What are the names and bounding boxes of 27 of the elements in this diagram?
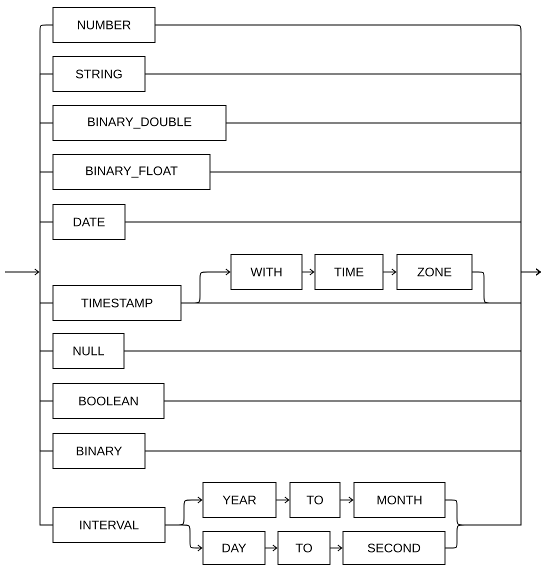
arrow bbox=[302, 268, 315, 276]
keyword-box: BINARY_FLOAT bbox=[52, 154, 210, 190]
keyword-box: BOOLEAN bbox=[52, 383, 164, 419]
keyword-box: NULL bbox=[52, 333, 124, 369]
keyword-box: BINARY bbox=[52, 433, 146, 469]
arrow bbox=[340, 496, 354, 504]
keyword-box: SECOND bbox=[342, 531, 446, 565]
arrow bbox=[276, 496, 290, 504]
keyword-box: TO bbox=[290, 482, 340, 518]
keyword-box: STRING bbox=[52, 56, 146, 92]
keyword-box: TIMESTAMP bbox=[52, 285, 182, 321]
keyword-box: ZONE bbox=[396, 254, 472, 290]
arrow bbox=[4, 268, 40, 276]
keyword-box: DATE bbox=[52, 204, 126, 240]
arrow bbox=[165, 524, 203, 552]
keyword-box: MONTH bbox=[354, 482, 446, 518]
keyword-box: DAY bbox=[202, 531, 266, 565]
keyword-box: TIME bbox=[314, 254, 384, 290]
arrow bbox=[265, 544, 278, 552]
keyword-box: INTERVAL bbox=[52, 507, 166, 543]
keyword-box: YEAR bbox=[202, 482, 276, 518]
arrow bbox=[330, 544, 343, 552]
keyword-box: NUMBER bbox=[52, 7, 156, 43]
keyword-box: WITH bbox=[230, 254, 302, 290]
arrow bbox=[383, 268, 397, 276]
keyword-box: TO bbox=[278, 531, 330, 565]
keyword-box: BINARY_DOUBLE bbox=[52, 105, 226, 141]
